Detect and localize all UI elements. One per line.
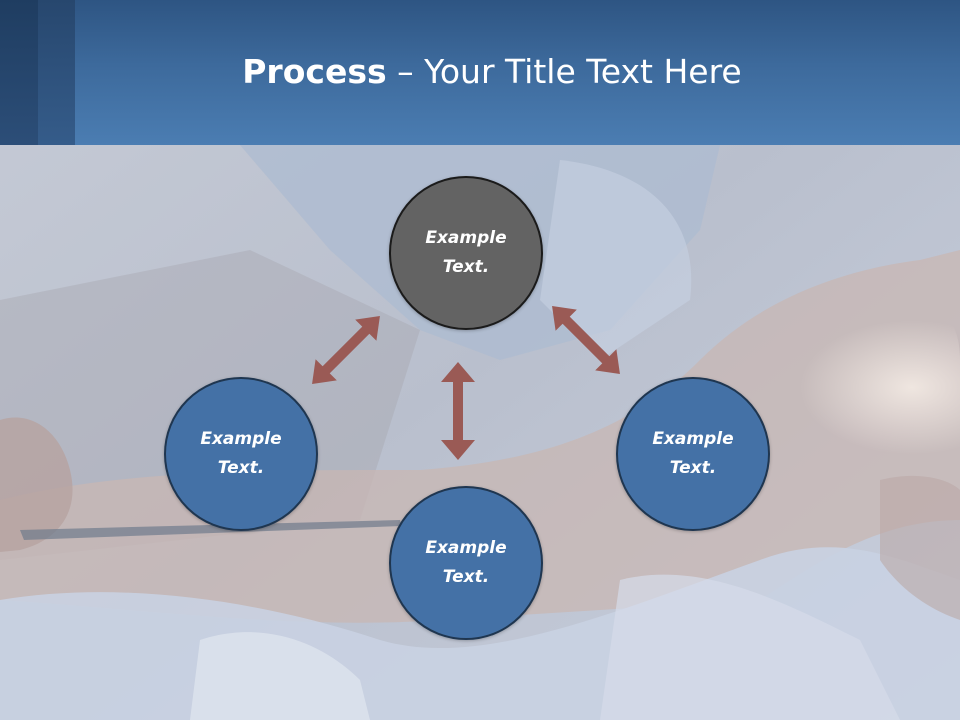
process-node-left[interactable]: Example Text. (164, 377, 318, 531)
title-rest: – Your Title Text Here (386, 52, 742, 91)
banner-stripe (38, 0, 75, 145)
title-bold: Process (242, 52, 387, 91)
node-label: Example Text. (425, 228, 507, 277)
process-node-top[interactable]: Example Text. (389, 176, 543, 330)
node-label: Example Text. (425, 538, 507, 587)
process-node-bottom[interactable]: Example Text. (389, 486, 543, 640)
node-label: Example Text. (200, 429, 282, 478)
node-label: Example Text. (652, 429, 734, 478)
banner-stripe (0, 0, 38, 145)
title-banner: Process – Your Title Text Here (0, 0, 960, 145)
page-title: Process – Your Title Text Here (0, 52, 960, 91)
process-node-right[interactable]: Example Text. (616, 377, 770, 531)
